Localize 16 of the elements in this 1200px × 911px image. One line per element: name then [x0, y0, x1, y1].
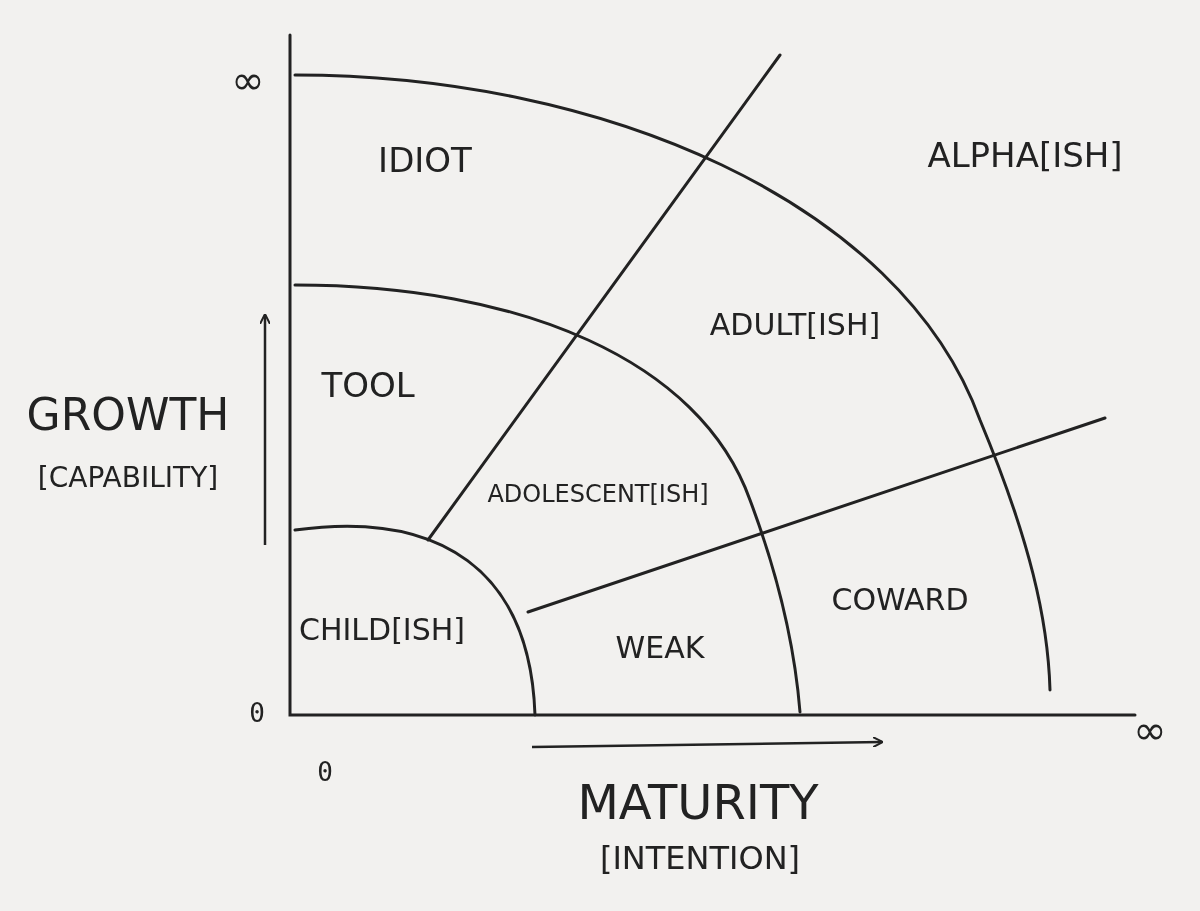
region-label: ADOLESCENT[ISH] — [487, 482, 709, 506]
region-label: COWARD — [831, 585, 969, 615]
axis-max-label: ∞ — [1133, 710, 1167, 750]
region-label: WEAK — [615, 633, 705, 663]
region-label: ADULT[ISH] — [709, 310, 881, 340]
region-label: TOOL — [321, 368, 415, 402]
region-label: IDIOT — [378, 143, 472, 177]
region-label: CHILD[ISH] — [299, 615, 465, 645]
axis-title: MATURITY — [577, 778, 819, 826]
axis-title: GROWTH — [26, 393, 230, 437]
axis-subtitle: [INTENTION] — [599, 842, 801, 874]
axis-max-label: ∞ — [231, 60, 265, 100]
region-label: ALPHA[ISH] — [927, 138, 1123, 172]
axis-subtitle: [CAPABILITY] — [37, 464, 219, 492]
axis-origin-label: 0 — [249, 700, 265, 726]
axis-origin-label: 0 — [317, 759, 333, 785]
